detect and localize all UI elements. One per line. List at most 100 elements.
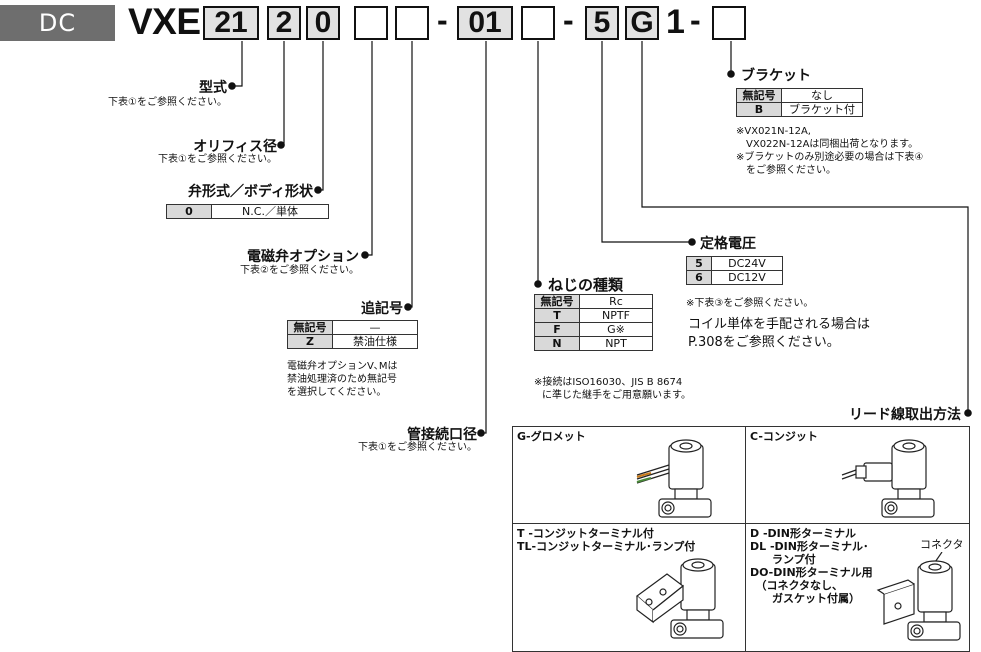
lead-cell-conduit: C-コンジット bbox=[746, 427, 970, 523]
lead-options-grid: G-グロメット C-コンジット bbox=[512, 426, 970, 652]
bracket-notes: ※VX021N-12A, VX022N-12Aは同梱出荷となります。 ※ブラケッ… bbox=[736, 125, 923, 177]
option-key: 無記号 bbox=[534, 294, 580, 309]
bracket-table: 無記号 なし B ブラケット付 bbox=[736, 88, 863, 117]
table-row: F G※ bbox=[534, 322, 653, 337]
voltage-table: 5 DC24V 6 DC12V bbox=[686, 256, 783, 285]
option-key: 0 bbox=[166, 204, 212, 219]
orifice-label: オリフィス径 bbox=[193, 139, 277, 155]
lead-label: リード線取出方法 bbox=[849, 407, 961, 423]
option-key: N bbox=[534, 336, 580, 351]
title-line: ガスケット付属） bbox=[750, 592, 860, 605]
table-row: 6 DC12V bbox=[686, 270, 783, 285]
solenoid-option-label: 電磁弁オプション bbox=[247, 249, 359, 265]
din-terminal-valve-illustration bbox=[876, 552, 961, 641]
code-box-lead: G bbox=[625, 6, 659, 40]
table-row: 0 N.C.／単体 bbox=[166, 204, 329, 219]
note-line: ※ブラケットのみ別途必要の場合は下表④ bbox=[736, 152, 924, 163]
code-box-thread bbox=[521, 6, 555, 40]
table-row: Z 禁油仕様 bbox=[287, 334, 418, 349]
valve-type-table: 0 N.C.／単体 bbox=[166, 204, 329, 219]
thread-label: ねじの種類 bbox=[548, 276, 624, 294]
option-value: — bbox=[332, 320, 418, 335]
option-value: ブラケット付 bbox=[781, 102, 863, 117]
conduit-terminal-valve-illustration bbox=[636, 558, 724, 639]
suffix-table: 無記号 — Z 禁油仕様 bbox=[287, 320, 418, 349]
option-key: 無記号 bbox=[287, 320, 333, 335]
lead-title: G-グロメット bbox=[517, 430, 586, 443]
code-box-suffix bbox=[395, 6, 429, 40]
option-value: NPT bbox=[579, 336, 653, 351]
solenoid-option-note: 下表②をご参照ください。 bbox=[240, 265, 359, 276]
title-line: T -コンジットターミナル付 bbox=[517, 527, 654, 540]
note-line: 禁油処理済のため無記号 bbox=[287, 374, 397, 385]
option-key: 無記号 bbox=[736, 88, 782, 103]
option-value: 禁油仕様 bbox=[332, 334, 418, 349]
suffix-notes: 電磁弁オプションV､Mは 禁油処理済のため無記号 を選択してください。 bbox=[287, 360, 397, 399]
code-box-bracket bbox=[712, 6, 746, 40]
option-value: DC12V bbox=[711, 270, 783, 285]
voltage-label: 定格電圧 bbox=[700, 236, 756, 252]
lead-cell-conduit-terminal: T -コンジットターミナル付 TL-コンジットターミナル･ランプ付 bbox=[513, 524, 745, 652]
option-value: N.C.／単体 bbox=[211, 204, 329, 219]
option-value: Rc bbox=[579, 294, 653, 309]
option-key: 6 bbox=[686, 270, 712, 285]
option-key: 5 bbox=[686, 256, 712, 271]
option-value: DC24V bbox=[711, 256, 783, 271]
series-name: VXE bbox=[128, 1, 201, 42]
code-box-model: 21 bbox=[203, 6, 259, 40]
model-label: 型式 bbox=[199, 80, 227, 96]
table-row: B ブラケット付 bbox=[736, 102, 863, 117]
title-line: （コネクタなし、 bbox=[750, 579, 844, 592]
model-note: 下表①をご参照ください。 bbox=[108, 97, 227, 108]
table-row: N NPT bbox=[534, 336, 653, 351]
option-key: B bbox=[736, 102, 782, 117]
table-row: 5 DC24V bbox=[686, 256, 783, 271]
conduit-valve-illustration bbox=[841, 439, 935, 518]
code-box-orifice: 2 bbox=[267, 6, 301, 40]
title-line: D -DIN形ターミナル bbox=[750, 527, 856, 540]
note-line: コイル単体を手配される場合は bbox=[688, 317, 871, 332]
note-line: を選択してください。 bbox=[287, 387, 387, 398]
option-key: T bbox=[534, 308, 580, 323]
code-fixed-one: 1 bbox=[666, 3, 685, 41]
note-line: をご参照ください。 bbox=[736, 165, 836, 176]
title-line: ランプ付 bbox=[750, 553, 816, 566]
option-key: F bbox=[534, 322, 580, 337]
bracket-label: ブラケット bbox=[741, 68, 811, 84]
port-size-note: 下表①をご参照ください。 bbox=[358, 442, 477, 453]
connector-callout: コネクタ bbox=[920, 538, 964, 551]
thread-table: 無記号 Rc T NPTF F G※ N NPT bbox=[534, 294, 653, 351]
title-line: DL -DIN形ターミナル･ bbox=[750, 540, 869, 553]
code-dash: - bbox=[437, 2, 448, 38]
table-row: 無記号 — bbox=[287, 320, 418, 335]
note-line: P.308をご参照ください。 bbox=[688, 335, 840, 350]
voltage-coil-note: コイル単体を手配される場合は P.308をご参照ください。 bbox=[688, 316, 870, 352]
option-value: NPTF bbox=[579, 308, 653, 323]
code-dash: - bbox=[563, 2, 574, 38]
lead-title: C-コンジット bbox=[750, 430, 818, 443]
lead-cell-din-terminal: D -DIN形ターミナル DL -DIN形ターミナル･ ランプ付 DO-DIN形… bbox=[746, 524, 970, 652]
code-box-port-size: 01 bbox=[457, 6, 513, 40]
port-size-label: 管接続口径 bbox=[407, 427, 477, 443]
orifice-note: 下表①をご参照ください。 bbox=[158, 154, 277, 165]
note-line: ※接続はISO16030、JIS B 8674 bbox=[534, 377, 683, 388]
lead-title: D -DIN形ターミナル DL -DIN形ターミナル･ ランプ付 DO-DIN形… bbox=[750, 527, 873, 605]
suffix-label: 追記号 bbox=[361, 301, 403, 317]
lead-title: T -コンジットターミナル付 TL-コンジットターミナル･ランプ付 bbox=[517, 527, 695, 553]
note-line: 電磁弁オプションV､Mは bbox=[287, 361, 398, 372]
valve-type-label: 弁形式／ボディ形状 bbox=[187, 184, 313, 200]
lead-cell-grommet: G-グロメット bbox=[513, 427, 745, 523]
grid-divider bbox=[513, 523, 969, 524]
title-line: TL-コンジットターミナル･ランプ付 bbox=[517, 540, 696, 553]
table-row: 無記号 なし bbox=[736, 88, 863, 103]
option-key: Z bbox=[287, 334, 333, 349]
title-line: DO-DIN形ターミナル用 bbox=[750, 566, 873, 579]
code-box-voltage: 5 bbox=[585, 6, 619, 40]
note-line: ※VX021N-12A, bbox=[736, 126, 811, 137]
voltage-note: ※下表③をご参照ください。 bbox=[686, 298, 814, 309]
code-box-solenoid-option bbox=[354, 6, 388, 40]
code-dash: - bbox=[690, 2, 701, 38]
thread-notes: ※接続はISO16030、JIS B 8674 に準じた継手をご用意願います。 bbox=[534, 376, 691, 402]
code-box-valve-type: 0 bbox=[306, 6, 340, 40]
dc-prefix-badge: DC bbox=[0, 5, 115, 41]
